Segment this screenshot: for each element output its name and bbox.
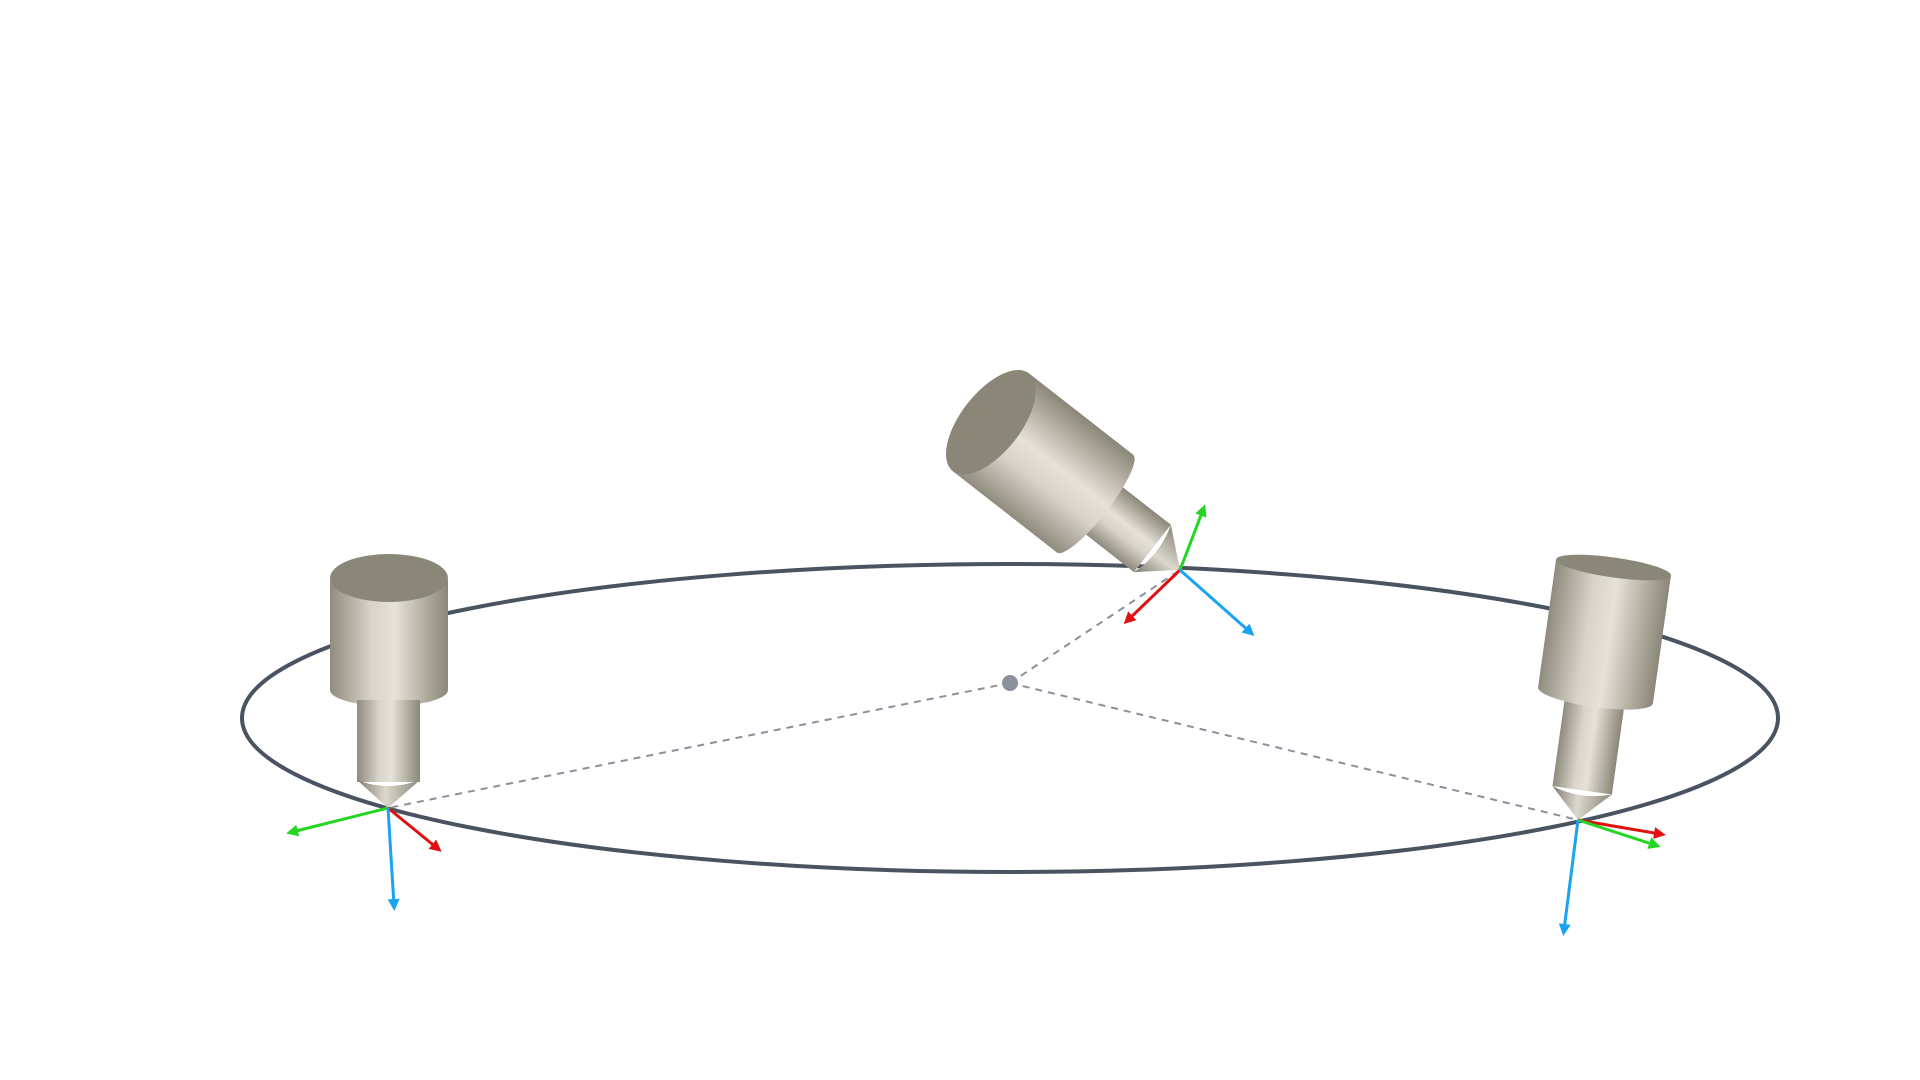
tool-left-body bbox=[330, 580, 448, 706]
center-point bbox=[1002, 675, 1018, 691]
guide-lines bbox=[387, 569, 1579, 821]
tool-right-cap bbox=[1556, 554, 1671, 581]
x-axis-arrow bbox=[1123, 568, 1182, 625]
y-axis-arrow bbox=[1178, 504, 1207, 571]
tool-left-frame bbox=[286, 806, 442, 911]
x-axis-arrow bbox=[387, 806, 442, 852]
tool-right-body bbox=[1538, 559, 1671, 710]
y-axis-arrow bbox=[286, 806, 389, 837]
tool-top-cap bbox=[945, 370, 1036, 475]
tool-left-tip bbox=[357, 780, 420, 808]
z-axis-arrow bbox=[1558, 819, 1580, 936]
guide-line-left bbox=[387, 682, 1011, 809]
z-axis-arrow bbox=[386, 807, 400, 911]
tool-right-shank bbox=[1552, 689, 1626, 795]
tool-left-shank bbox=[357, 700, 420, 782]
guide-line-right bbox=[1009, 682, 1579, 821]
tool-right[interactable] bbox=[1521, 550, 1673, 829]
tool-top[interactable] bbox=[929, 355, 1218, 619]
y-axis-arrow bbox=[1577, 818, 1661, 849]
guide-line-top bbox=[1009, 569, 1181, 684]
z-axis-arrow bbox=[1179, 568, 1255, 636]
tool-top-frame bbox=[1123, 504, 1255, 636]
tool-right-tip bbox=[1552, 786, 1612, 820]
tool-top-tip bbox=[1133, 524, 1180, 573]
tool-left-cap bbox=[330, 554, 448, 602]
x-axis-arrow bbox=[1577, 818, 1666, 839]
tool-path-circle bbox=[240, 562, 1780, 874]
tool-left[interactable] bbox=[286, 554, 448, 911]
tool-right-frame bbox=[1558, 818, 1666, 936]
